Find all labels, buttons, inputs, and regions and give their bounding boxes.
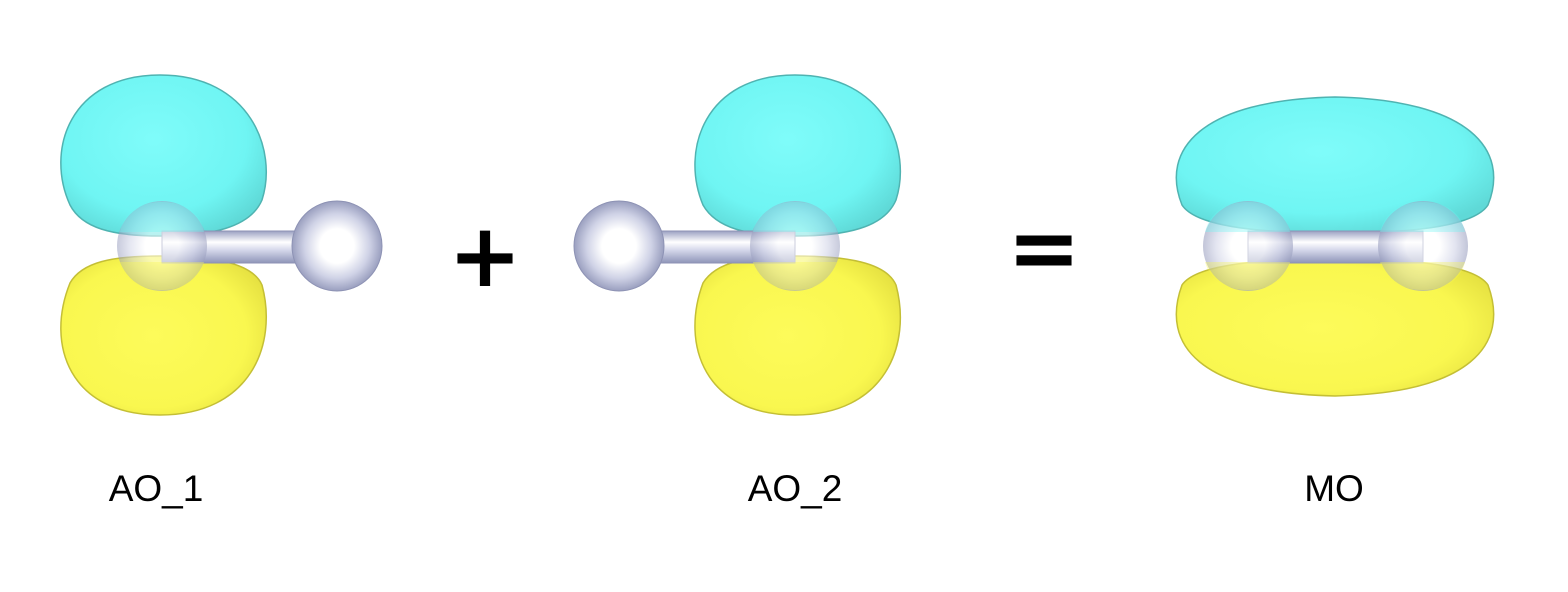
ao2-atom-left xyxy=(573,200,665,292)
mo-atom-right xyxy=(1378,201,1468,291)
ao1-label: AO_1 xyxy=(108,468,204,509)
ao1-atom-left xyxy=(117,201,207,291)
ao1-atom-right xyxy=(291,200,383,292)
ao1-lobe-overlay xyxy=(120,202,204,232)
ao2-label: AO_2 xyxy=(747,468,843,509)
mo-orbital xyxy=(1175,96,1495,397)
equals-operator: = xyxy=(1007,196,1081,299)
mo-label: MO xyxy=(1304,468,1364,509)
ao2-orbital xyxy=(573,74,902,416)
ao1-orbital xyxy=(60,74,383,416)
plus-operator: + xyxy=(448,204,522,307)
mo-atom-left xyxy=(1203,201,1293,291)
ao2-atom-right xyxy=(750,201,840,291)
